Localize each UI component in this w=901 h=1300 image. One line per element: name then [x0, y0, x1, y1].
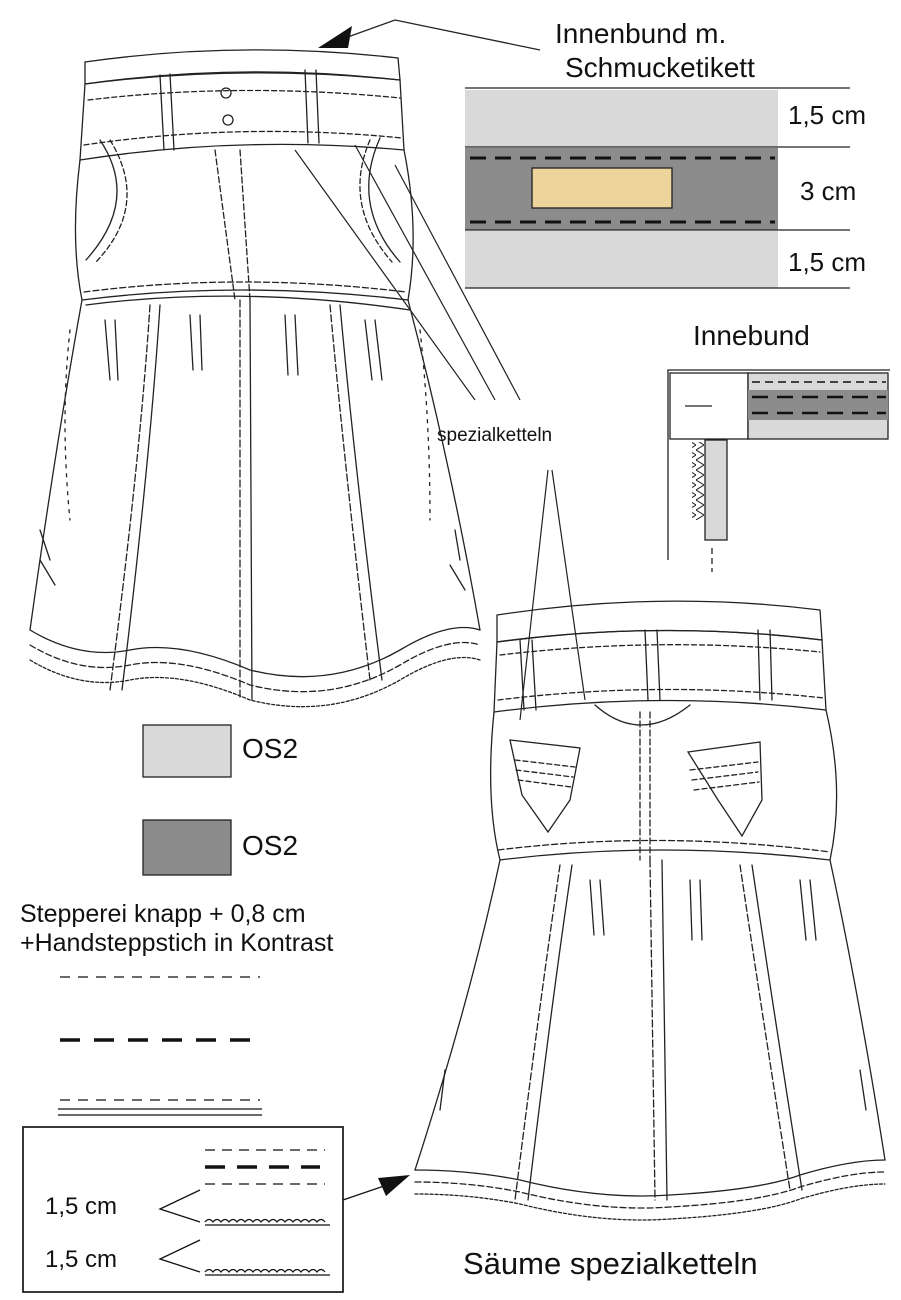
band-bottom-width: 1,5 cm — [788, 247, 867, 277]
back-skirt-sketch — [414, 600, 886, 1221]
waistband-cross-section — [465, 87, 850, 289]
stitch-note-line2: +Handsteppstich in Kontrast — [20, 929, 334, 957]
hem-width-2: 1,5 cm — [45, 1246, 118, 1273]
special-chain-label: spezialketteln — [437, 425, 553, 446]
band-middle-width: 3 cm — [800, 176, 857, 206]
special-chain-leaders — [294, 144, 586, 721]
inner-band-detail — [667, 369, 890, 572]
hem-caption: Säume spezialketteln — [463, 1246, 758, 1281]
swatch-dark-label: OS2 — [242, 830, 299, 861]
stitch-note-line1: Stepperei knapp + 0,8 cm — [20, 900, 306, 928]
swatch-dark-grey — [142, 819, 232, 876]
swatch-light-label: OS2 — [242, 733, 299, 764]
waistband-title-line1: Innenbund m. — [555, 18, 727, 49]
waistband-title-line2: Schmucketikett — [565, 52, 755, 83]
band-top-width: 1,5 cm — [788, 100, 867, 130]
hem-legend-box — [22, 1126, 410, 1293]
hem-width-1: 1,5 cm — [45, 1193, 118, 1220]
inner-band-title: Innebund — [693, 320, 810, 351]
stitch-legend — [58, 976, 262, 1116]
front-skirt-sketch — [29, 49, 481, 708]
swatch-light-grey — [142, 724, 232, 778]
